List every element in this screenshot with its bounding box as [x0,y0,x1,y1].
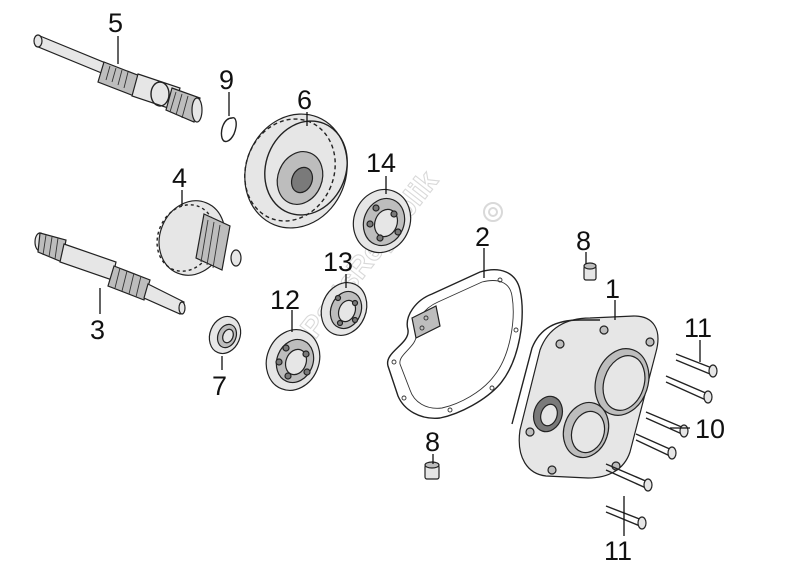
callout-8-lower: 8 [425,427,440,457]
watermark-gear-icon [483,202,503,222]
callout-2: 2 [475,222,490,252]
callout-5: 5 [108,8,123,38]
part-9-circlip[interactable] [220,117,237,143]
part-5-shaft[interactable] [33,34,203,123]
callout-10: 10 [695,414,725,444]
part-8-dowel-upper[interactable] [583,262,597,281]
callout-4: 4 [172,163,187,193]
callout-13: 13 [323,247,353,277]
part-13-bearing[interactable] [313,276,374,343]
callout-14: 14 [366,148,396,178]
part-3-shaft[interactable] [34,232,186,315]
callout-3: 3 [90,315,105,345]
part-12-bearing[interactable] [257,322,328,399]
part-11-bolt-upper[interactable] [675,353,718,378]
callout-6: 6 [297,85,312,115]
part-14-bearing[interactable] [344,181,420,261]
callout-8-upper: 8 [576,226,591,256]
part-1-cover[interactable] [511,315,659,479]
callout-11-lower: 11 [604,536,632,566]
callout-9: 9 [219,65,234,95]
part-6-gear[interactable] [228,98,364,243]
callout-7: 7 [212,371,227,401]
part-11-bolt-lower[interactable] [605,505,647,530]
part-4-gear-cluster[interactable] [147,191,242,285]
callout-11-upper: 11 [684,313,712,343]
callout-1: 1 [605,274,620,304]
part-8-dowel-lower[interactable] [424,461,440,480]
part-7-seal[interactable] [204,312,246,358]
callout-labels: 1 2 3 4 5 6 7 8 8 9 10 11 11 12 13 14 [90,8,725,566]
part-2-gasket[interactable] [387,269,523,419]
callout-12: 12 [270,285,300,315]
leader-lines [99,36,701,536]
